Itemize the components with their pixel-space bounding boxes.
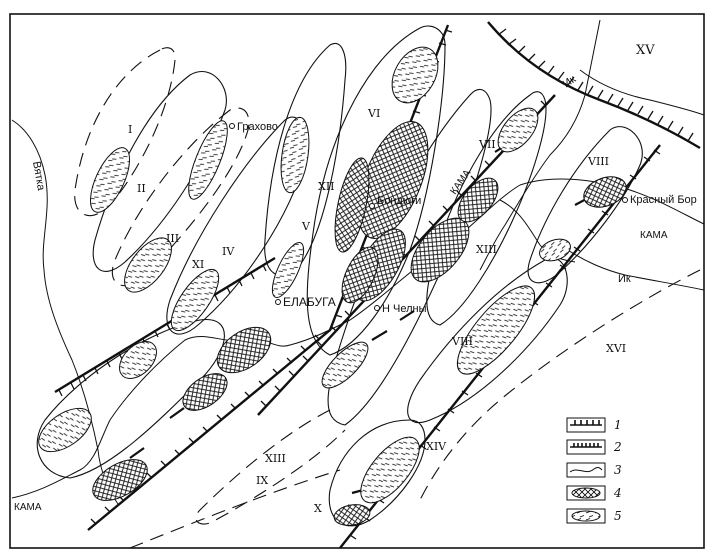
ik-label-top: Ик [561, 73, 578, 90]
contour-zone-8-lower [407, 257, 568, 424]
cross-hatched-bodies [92, 121, 627, 526]
kama-label-east: КАМА [640, 230, 668, 241]
ik-river [479, 19, 601, 271]
zone-label-xiv: XIV [426, 440, 447, 453]
fault-xv-arc [487, 21, 701, 150]
contour-zone-7 [426, 91, 547, 326]
zone-label-xi: XI [192, 258, 204, 271]
legend-label-2: 2 [613, 440, 622, 454]
contour-zone-10 [328, 419, 426, 527]
zone-labels: I II III IV V VI VII VIII VIII IX X XI X… [128, 43, 655, 515]
legend-label-1: 1 [614, 418, 622, 432]
zone-label-i: I [128, 123, 132, 136]
zone-label-xvi: XVI [606, 342, 626, 355]
zone-label-xiii-b: XIII [265, 452, 286, 465]
legend-label-3: 3 [614, 463, 622, 477]
zone-label-vi: VI [367, 107, 380, 120]
legend-label-5: 5 [614, 509, 622, 523]
contour-zone-9 [129, 469, 341, 549]
zone-label-xv: XV [636, 43, 655, 58]
contour-zone-1 [74, 47, 176, 217]
vyatka-river [11, 119, 119, 505]
contour-zone-13 [195, 409, 346, 525]
vyatka-label: Вятка [30, 160, 47, 192]
legend-swatch-5 [566, 508, 606, 524]
elabuga-marker [275, 299, 281, 305]
grakhovo-marker [229, 123, 235, 129]
legend-swatch-4 [566, 485, 606, 501]
zone-label-v: V [301, 220, 311, 233]
ik-river-east [559, 244, 705, 291]
bondyugi-marker [369, 203, 375, 209]
legend-label-4: 4 [613, 486, 622, 500]
kama-label-west: КАМА [14, 502, 42, 513]
contour-zone-2 [92, 70, 227, 272]
n-chelny-label: Н Челны [382, 303, 427, 315]
legend: 1 2 3 4 5 [566, 417, 622, 524]
fault-main-left [54, 256, 276, 394]
krasny-bor-label: Красный Бор [630, 194, 697, 206]
zone-label-viii-mid: VIII [451, 335, 473, 348]
contour-zone-16 [419, 269, 701, 501]
legend-swatch-3 [566, 462, 606, 478]
zone-label-xiii-a: XIII [476, 243, 497, 256]
zone-label-xii: XII [318, 180, 335, 193]
zone-label-iii: III [166, 232, 179, 245]
tributary [499, 199, 576, 263]
dashed-fill-bodies [38, 46, 571, 504]
legend-swatch-1 [566, 417, 606, 433]
n-chelny-marker [374, 305, 380, 311]
bondyugi-label: Бондюги [377, 195, 421, 207]
zone-label-vii: VII [478, 138, 496, 151]
tributary-2 [579, 69, 705, 116]
zone-label-ix: IX [256, 474, 268, 487]
kama-river-east [519, 178, 705, 225]
settlements: Грахово Бондюги ЕЛАБУГА Н Челны Красный … [229, 121, 697, 315]
elabuga-label: ЕЛАБУГА [283, 295, 336, 309]
contour-zone-6 [306, 25, 446, 356]
zone-label-iv: IV [222, 245, 235, 258]
zone-label-ii: II [137, 182, 146, 195]
ik-label-east: Ик [618, 273, 631, 285]
zone-label-viii-top: VIII [587, 155, 609, 168]
river-labels: Вятка КАМА КАМА КАМА Ик Ик [14, 73, 668, 513]
zone-label-x: X [314, 502, 322, 515]
grakhovo-label: Грахово [237, 121, 278, 133]
krasny-bor-marker [622, 197, 628, 203]
legend-swatch-2 [566, 439, 606, 455]
map-frame [9, 13, 705, 549]
